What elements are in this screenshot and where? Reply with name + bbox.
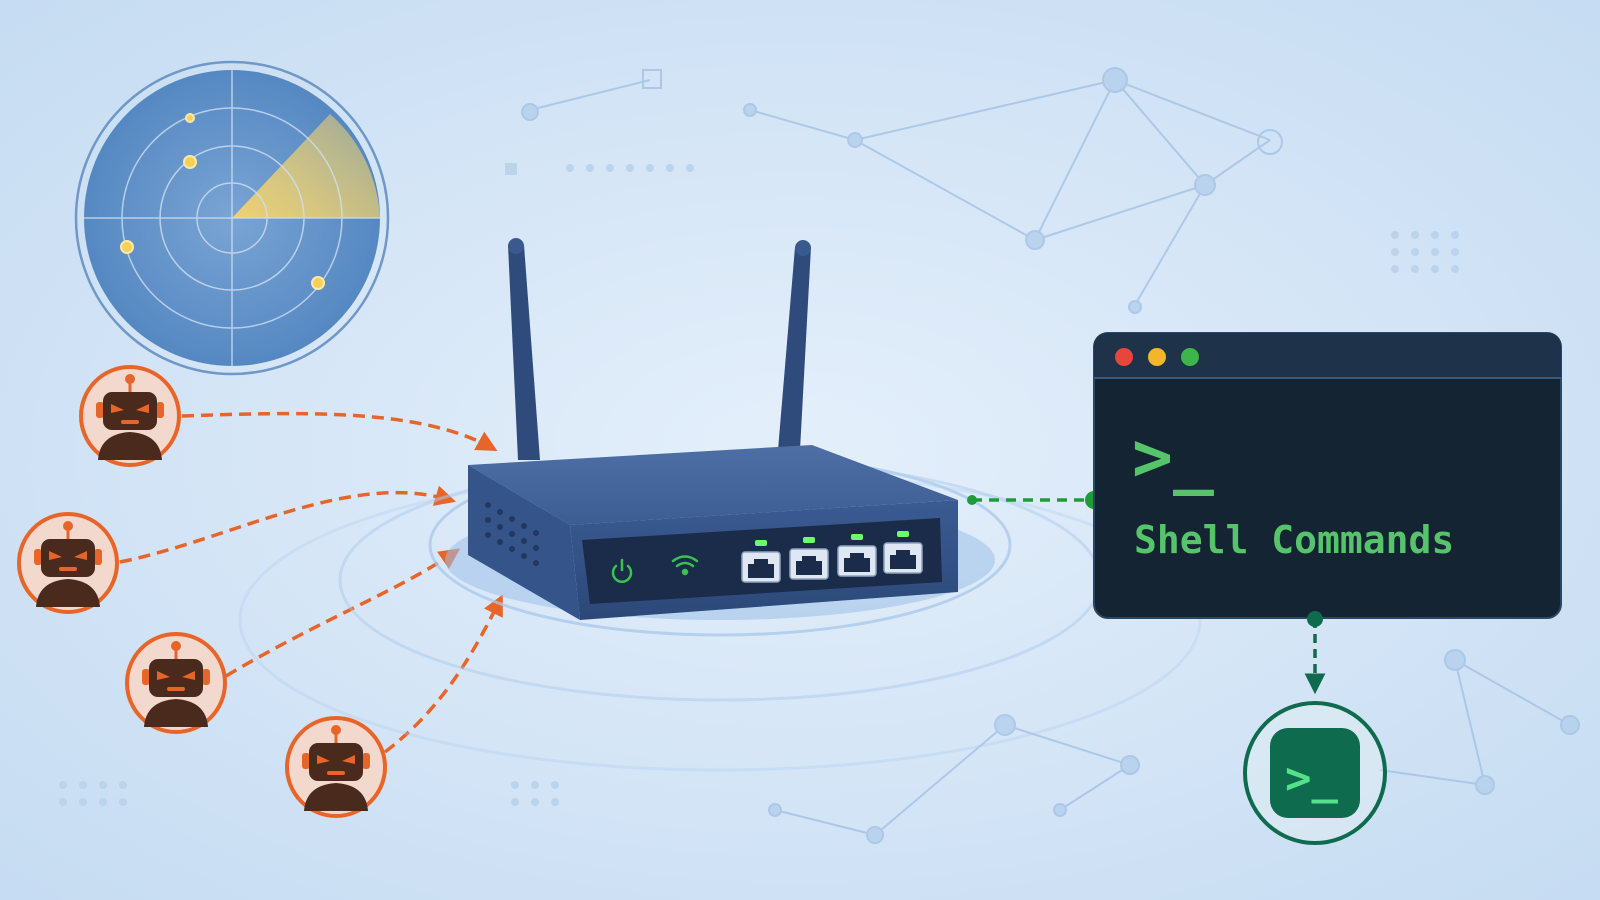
attack-arrow — [181, 411, 498, 452]
robot-icon — [79, 365, 181, 467]
ethernet-port[interactable] — [837, 534, 877, 577]
attacker-group — [17, 365, 387, 818]
attack-arrow — [383, 594, 503, 754]
ethernet-port[interactable] — [741, 540, 781, 583]
maximize-dot[interactable] — [1181, 348, 1199, 366]
radar-sweep — [232, 114, 380, 218]
attack-arrow — [119, 485, 457, 564]
terminal-window: >_ Shell Commands — [1093, 332, 1562, 619]
terminal-prompt: >_ — [1132, 418, 1214, 497]
robot-icon — [17, 512, 119, 614]
radar-blip — [185, 113, 195, 123]
ethernet-port[interactable] — [789, 537, 829, 580]
antenna — [508, 245, 540, 460]
wifi-icon — [671, 555, 699, 576]
port-led — [755, 540, 767, 546]
port-led — [803, 537, 815, 543]
radar-blip — [311, 276, 325, 290]
network-background — [521, 67, 1580, 844]
radar-blip — [120, 240, 134, 254]
terminal-badge-connection — [1304, 611, 1326, 695]
router — [445, 238, 995, 620]
radar-icon — [74, 60, 390, 376]
attack-arrow — [225, 548, 461, 678]
ethernet-ports — [741, 531, 923, 583]
ethernet-port[interactable] — [883, 531, 923, 574]
terminal-icon: >_ — [1243, 701, 1387, 845]
terminal-title: Shell Commands — [1134, 518, 1454, 562]
dot-grid-decoration — [59, 163, 1459, 806]
port-led — [897, 531, 909, 537]
power-icon — [611, 558, 633, 583]
robot-icon — [285, 716, 387, 818]
robot-icon — [125, 632, 227, 734]
antenna — [778, 247, 811, 450]
shell-badge-symbol: >_ — [1285, 753, 1338, 804]
attack-arrows — [119, 411, 503, 754]
radar-blip — [183, 155, 197, 169]
minimize-dot[interactable] — [1148, 348, 1166, 366]
close-dot[interactable] — [1115, 348, 1133, 366]
port-led — [851, 534, 863, 540]
